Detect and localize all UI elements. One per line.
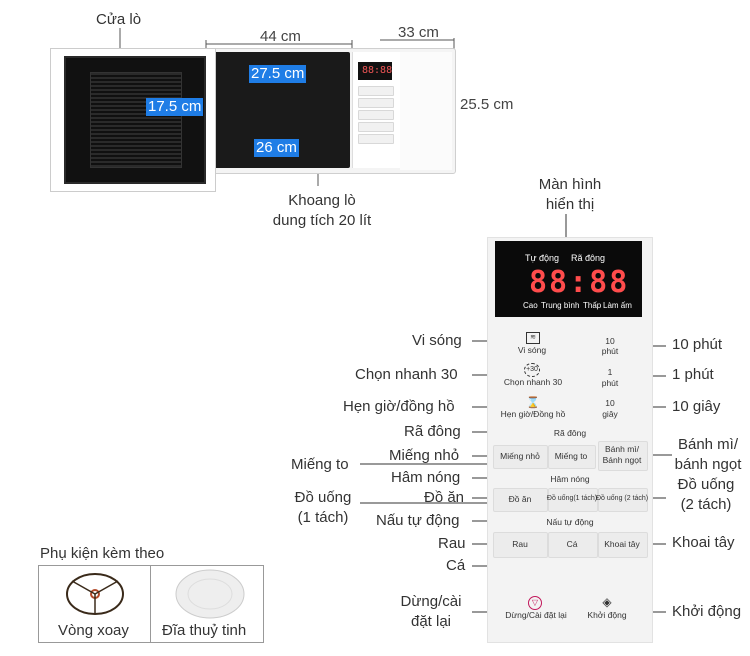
display-warm: Làm ấm bbox=[603, 301, 632, 310]
btn-10sec-unit: giây bbox=[602, 409, 618, 419]
btn-timer-clock[interactable]: Hẹn giờ/Đồng hồ bbox=[500, 409, 566, 419]
btn-microwave[interactable]: Vi sóng bbox=[517, 345, 547, 355]
stop-icon: ▽ bbox=[528, 596, 542, 610]
label-drink-1b: (1 tách) bbox=[297, 509, 349, 526]
key-drink-1[interactable] bbox=[548, 488, 598, 512]
display-defrost: Rã đông bbox=[571, 253, 606, 263]
btn-small-piece[interactable]: Miếng nhỏ bbox=[500, 451, 540, 461]
label-fish: Cá bbox=[446, 557, 466, 574]
label-large-piece: Miếng to bbox=[291, 456, 349, 473]
display-digits: 88:88 bbox=[529, 265, 630, 300]
dim-height: 25.5 cm bbox=[460, 96, 514, 113]
dim-cavity-depth: 26 cm bbox=[254, 139, 299, 157]
btn-1min-value[interactable]: 1 bbox=[607, 367, 613, 377]
mini-button bbox=[358, 110, 394, 120]
key-fish[interactable] bbox=[548, 532, 598, 558]
display-high: Cao bbox=[523, 301, 538, 310]
btn-1min-unit: phút bbox=[601, 378, 619, 388]
btn-auto-cook[interactable]: Nấu tự động bbox=[546, 517, 594, 527]
label-potato: Khoai tây bbox=[672, 534, 735, 551]
btn-bread-2: Bánh ngọt bbox=[602, 455, 642, 465]
turntable-ring-icon bbox=[66, 573, 124, 615]
label-10sec: 10 giây bbox=[672, 398, 721, 415]
btn-large-piece[interactable]: Miếng to bbox=[554, 451, 588, 461]
key-vegetable[interactable] bbox=[493, 532, 548, 558]
btn-10sec-value[interactable]: 10 bbox=[605, 398, 615, 408]
display-medium: Trung bình bbox=[541, 301, 580, 310]
key-food[interactable] bbox=[493, 488, 548, 512]
label-quick30: Chọn nhanh 30 bbox=[355, 366, 458, 383]
btn-reheat[interactable]: Hâm nóng bbox=[550, 474, 590, 484]
microwave-icon: ≋ bbox=[526, 332, 540, 344]
btn-10min-value[interactable]: 10 bbox=[605, 336, 615, 346]
label-timer-clock: Hẹn giờ/đồng hồ bbox=[343, 398, 455, 415]
label-1min: 1 phút bbox=[672, 366, 714, 383]
microwave-side bbox=[400, 52, 452, 170]
mini-button bbox=[358, 98, 394, 108]
glass-plate-icon bbox=[175, 569, 245, 619]
label-defrost: Rã đông bbox=[404, 423, 461, 440]
key-small-piece[interactable] bbox=[493, 445, 548, 469]
btn-stop-reset[interactable]: Dừng/Cài đặt lại bbox=[505, 610, 567, 620]
door-mesh bbox=[90, 72, 182, 168]
label-auto-cook: Nấu tự động bbox=[376, 512, 460, 529]
mini-display: 88:88 bbox=[358, 62, 392, 80]
btn-drink-2[interactable]: Đồ uống (2 tách) bbox=[596, 495, 649, 502]
btn-potato[interactable]: Khoai tây bbox=[604, 539, 640, 549]
cavity-label-1: Khoang lò bbox=[288, 192, 356, 209]
label-bread-1: Bánh mì/ bbox=[677, 436, 739, 453]
label-drink-1a: Đồ uống bbox=[294, 489, 352, 506]
cavity-label-2: dung tích 20 lít bbox=[272, 212, 372, 229]
btn-defrost[interactable]: Rã đông bbox=[553, 428, 587, 438]
label-reheat: Hâm nóng bbox=[391, 469, 461, 486]
accessory-plate-label: Đĩa thuỷ tinh bbox=[162, 622, 247, 639]
mini-button bbox=[358, 122, 394, 132]
label-drink-2b: (2 tách) bbox=[680, 496, 732, 513]
label-stop-2: đặt lại bbox=[410, 613, 452, 630]
key-bread[interactable] bbox=[598, 441, 648, 471]
door-label: Cửa lò bbox=[96, 11, 142, 28]
accessories-divider bbox=[150, 565, 151, 643]
btn-start[interactable]: Khởi động bbox=[587, 610, 627, 620]
btn-quick30[interactable]: Chọn nhanh 30 bbox=[503, 377, 563, 387]
timer-icon: ⌛ bbox=[526, 397, 540, 409]
btn-food[interactable]: Đồ ăn bbox=[508, 494, 532, 504]
dim-width: 44 cm bbox=[260, 28, 301, 45]
label-vegetable: Rau bbox=[438, 535, 466, 552]
panel-display: Tự động Rã đông 88:88 Cao Trung bình Thấ… bbox=[495, 241, 642, 317]
btn-drink-1[interactable]: Đồ uống(1 tách) bbox=[546, 495, 598, 502]
label-small-piece: Miếng nhỏ bbox=[389, 447, 460, 464]
display-low: Thấp bbox=[583, 301, 602, 310]
display-label-1: Màn hình bbox=[538, 176, 602, 193]
start-icon: ◈ bbox=[602, 595, 612, 609]
display-auto: Tự động bbox=[525, 253, 560, 263]
label-bread-2: bánh ngọt bbox=[674, 456, 742, 473]
dim-cavity-width: 27.5 cm bbox=[249, 65, 307, 83]
mini-button bbox=[358, 134, 394, 144]
label-stop-1: Dừng/cài bbox=[400, 593, 462, 610]
label-10min: 10 phút bbox=[672, 336, 723, 353]
btn-10min-unit: phút bbox=[601, 346, 619, 356]
accessories-title: Phụ kiện kèm theo bbox=[40, 545, 165, 562]
key-potato[interactable] bbox=[598, 532, 648, 558]
dim-depth: 33 cm bbox=[398, 24, 439, 41]
key-large-piece[interactable] bbox=[548, 445, 596, 469]
label-drink-2a: Đồ uống bbox=[677, 476, 735, 493]
btn-bread-1[interactable]: Bánh mì/ bbox=[604, 444, 640, 454]
accessory-ring-label: Vòng xoay bbox=[58, 622, 129, 639]
label-food: Đồ ăn bbox=[424, 489, 465, 506]
dim-cavity-height: 17.5 cm bbox=[146, 98, 204, 116]
mini-button bbox=[358, 86, 394, 96]
accessories-box bbox=[38, 565, 264, 643]
display-label-2: hiển thị bbox=[545, 196, 595, 213]
btn-fish[interactable]: Cá bbox=[566, 539, 578, 549]
btn-vegetable[interactable]: Rau bbox=[512, 539, 528, 549]
quick-start-icon: +30 bbox=[524, 363, 540, 377]
label-start: Khởi động bbox=[672, 603, 742, 620]
key-drink-2[interactable] bbox=[598, 488, 648, 512]
label-microwave: Vi sóng bbox=[412, 332, 462, 349]
